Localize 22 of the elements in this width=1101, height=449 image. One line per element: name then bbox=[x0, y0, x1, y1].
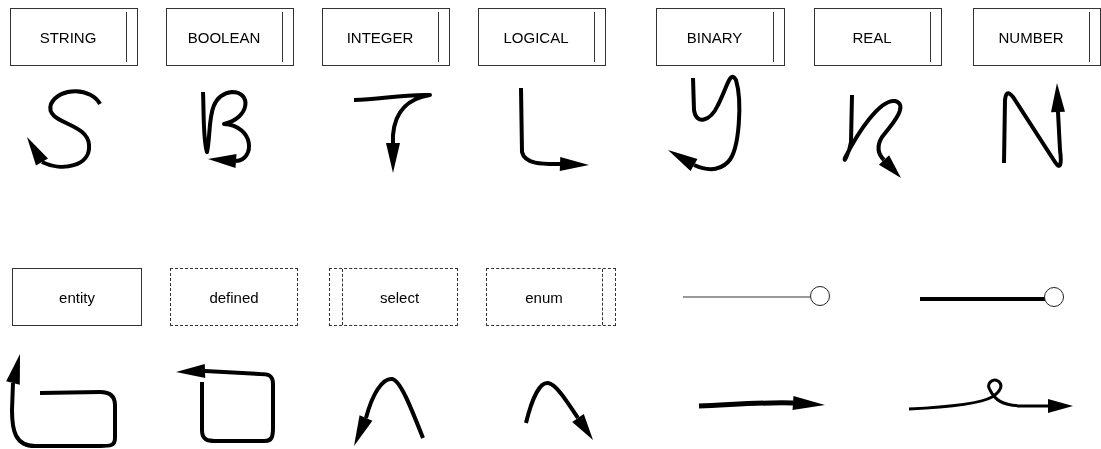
type-box bbox=[322, 8, 450, 66]
box-label: REAL bbox=[852, 28, 892, 46]
type-box bbox=[478, 8, 606, 66]
box-label: INTEGER bbox=[346, 28, 414, 46]
type-box bbox=[656, 8, 785, 66]
box-label: STRING bbox=[39, 28, 97, 46]
dashed-type-box bbox=[486, 268, 616, 326]
dashed-type-box bbox=[329, 268, 458, 326]
type-box bbox=[10, 8, 138, 66]
box-label: enum bbox=[525, 288, 563, 306]
dashed-type-box bbox=[170, 268, 298, 326]
box-label: defined bbox=[209, 288, 259, 306]
box-label: NUMBER bbox=[998, 28, 1064, 46]
type-box bbox=[12, 268, 142, 326]
box-label: BINARY bbox=[686, 28, 743, 46]
box-label: select bbox=[379, 288, 420, 306]
type-box bbox=[973, 8, 1101, 66]
box-label: entity bbox=[59, 288, 95, 306]
box-label: LOGICAL bbox=[503, 28, 569, 46]
box-label: BOOLEAN bbox=[187, 28, 261, 46]
type-box bbox=[166, 8, 294, 66]
type-box bbox=[814, 8, 942, 66]
